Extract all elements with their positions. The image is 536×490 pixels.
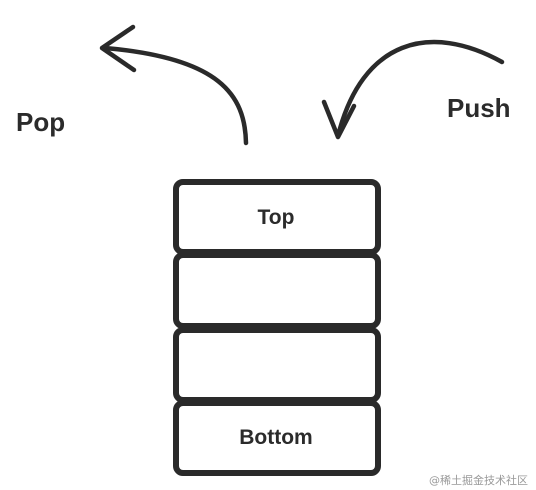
stack-slot-2	[173, 252, 381, 329]
pop-label: Pop	[16, 107, 65, 137]
stack-slot-label-bottom: Bottom	[239, 426, 312, 449]
pop-arrow	[99, 24, 249, 146]
stack-slot-bottom: Bottom	[173, 400, 381, 476]
stack-slot-top: Top	[173, 179, 381, 255]
push-arrow	[321, 39, 505, 140]
stack: Top Bottom	[173, 179, 381, 476]
push-label: Push	[447, 93, 511, 123]
watermark: @稀土掘金技术社区	[429, 473, 528, 487]
stack-slot-3	[173, 327, 381, 403]
stack-slot-label-top: Top	[258, 206, 295, 229]
